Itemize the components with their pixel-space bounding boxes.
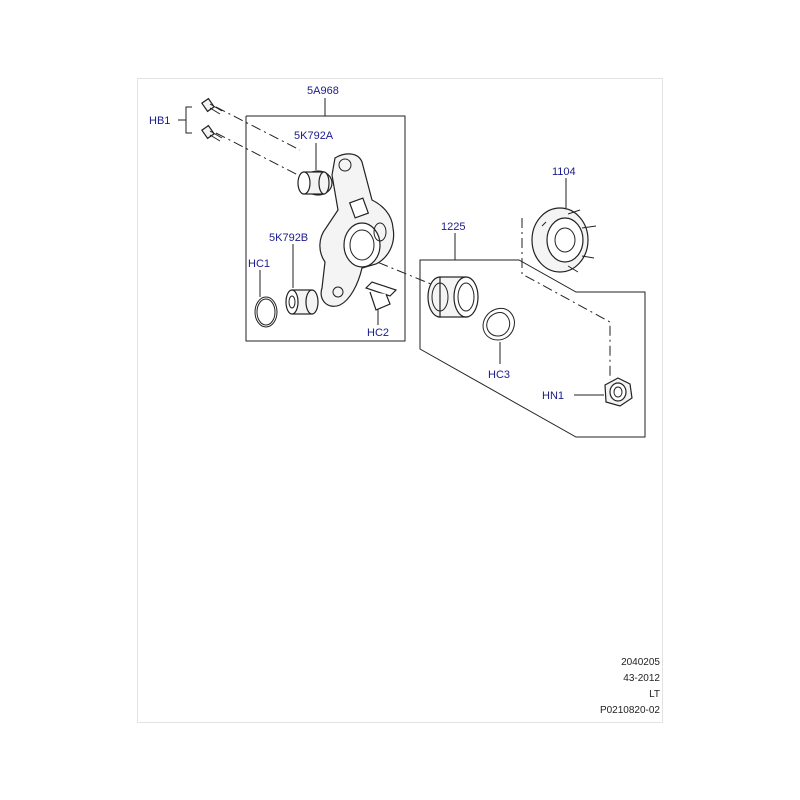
hb1-bolt-upper [201, 97, 223, 115]
bearing-group-box [419, 259, 646, 438]
callout-hc2: HC2 [367, 327, 389, 339]
callout-hc1: HC1 [248, 258, 270, 270]
callout-5k792a: 5K792A [294, 130, 334, 142]
callout-5a968: 5A968 [307, 85, 339, 97]
footer-code-2: 43-2012 [623, 673, 660, 684]
callout-hn1: HN1 [542, 390, 564, 402]
steering-knuckle [319, 153, 395, 307]
callout-1104: 1104 [552, 166, 576, 178]
knuckle-group-box [245, 115, 406, 342]
callout-hb1: HB1 [149, 115, 170, 127]
footer-code-4: P0210820-02 [599, 705, 660, 716]
wheel-hub [531, 207, 597, 273]
diagram-frame [137, 78, 663, 723]
callout-hc3: HC3 [488, 369, 510, 381]
bolt-axis-upper [215, 106, 301, 151]
hb1-bracket [185, 106, 192, 134]
lower-bush [285, 289, 319, 315]
hub-to-nut-axis [521, 218, 611, 380]
wheel-bearing [427, 276, 479, 318]
hc3-snap-ring [482, 307, 515, 341]
callout-1225: 1225 [441, 221, 465, 233]
footer-code-1: 2040205 [621, 657, 660, 668]
hc2-clip [364, 281, 398, 311]
bolt-axis-lower [215, 132, 301, 177]
upper-bush [297, 170, 333, 196]
hb1-bolt-lower [201, 124, 223, 142]
hc1-circlip [254, 296, 278, 328]
footer-code-3: LT [649, 689, 660, 700]
hn1-hub-nut [604, 377, 633, 407]
callout-5k792b: 5K792B [269, 232, 308, 244]
